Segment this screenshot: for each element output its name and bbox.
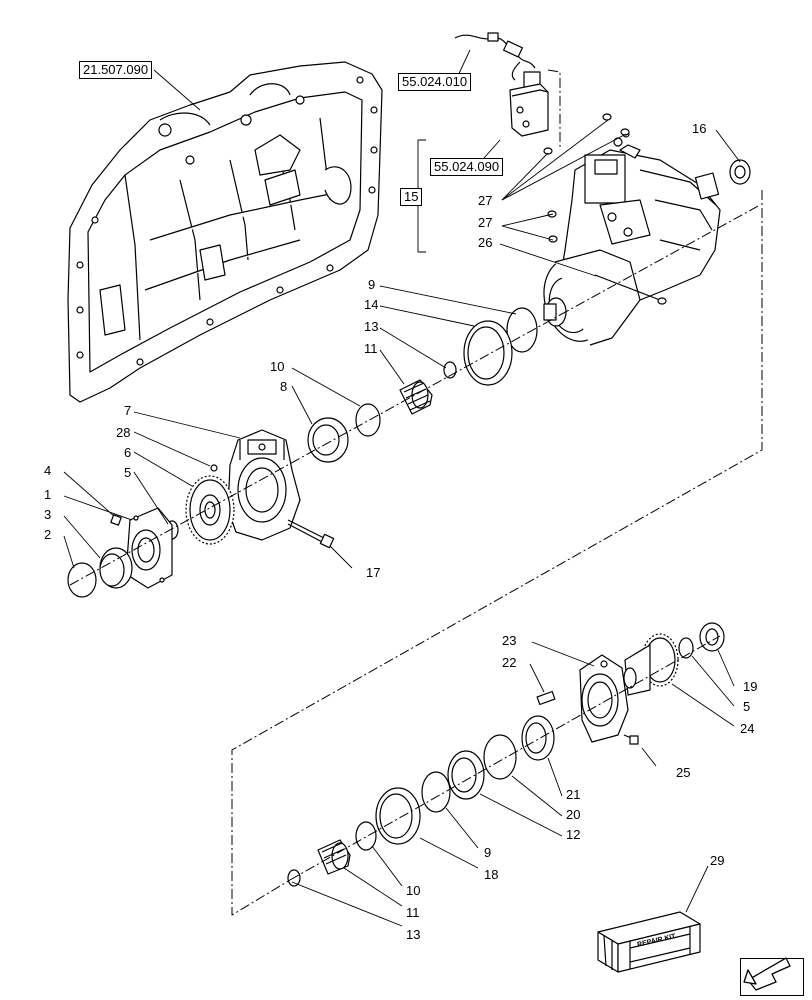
callout-21: 21	[566, 787, 581, 802]
part-14-seal	[463, 320, 513, 386]
callout-2: 2	[44, 527, 52, 542]
part-1-screw	[110, 514, 122, 526]
callout-10-upper: 10	[270, 359, 285, 374]
part-27-orings	[543, 113, 630, 243]
callout-11-lower: 11	[406, 905, 420, 920]
part-29-repair-kit	[597, 911, 701, 973]
sensor-harness	[454, 32, 536, 81]
callout-6: 6	[124, 445, 132, 460]
part-9-ring-upper	[506, 307, 538, 353]
callout-22: 22	[502, 655, 517, 670]
callout-29: 29	[710, 853, 725, 868]
part-25-screw	[623, 734, 639, 745]
transmission-housing	[67, 61, 383, 403]
callout-26: 26	[478, 235, 493, 250]
part-5-ring-right	[678, 637, 694, 659]
part-26-screw	[594, 274, 667, 305]
callout-17: 17	[366, 565, 381, 580]
callout-13-upper: 13	[364, 319, 379, 334]
part-16-plug	[729, 159, 751, 185]
part-9-ring-lower	[421, 771, 451, 813]
part-19-ring	[699, 622, 725, 652]
callout-4: 4	[44, 463, 52, 478]
part-10-ring-upper	[355, 403, 381, 437]
leader-lines	[63, 49, 741, 927]
navigation-button[interactable]	[740, 958, 804, 996]
callout-27-a: 27	[478, 193, 493, 208]
ref-frame[interactable]: 21.507.090	[79, 61, 153, 79]
hydraulic-motor	[543, 130, 721, 346]
part-17-bolt	[287, 519, 335, 549]
callout-7: 7	[124, 403, 132, 418]
nav-arrow-icon	[743, 957, 791, 991]
part-28-pin	[210, 464, 218, 472]
part-4-cover	[125, 507, 173, 589]
ref-group[interactable]: 15	[400, 188, 423, 206]
part-2-snapring	[67, 562, 97, 598]
callout-19: 19	[743, 679, 758, 694]
callout-9-lower: 9	[484, 845, 492, 860]
part-13-snapring-lower	[287, 869, 301, 887]
callout-8: 8	[280, 379, 288, 394]
part-21-bearing-cup	[521, 715, 555, 761]
ref-sensor[interactable]: 55.024.010	[398, 73, 472, 91]
part-23-housing	[579, 654, 629, 743]
part-8-bearing-cup	[307, 417, 349, 463]
callout-14: 14	[364, 297, 379, 312]
callout-24: 24	[740, 721, 755, 736]
part-18-seal	[375, 787, 421, 845]
valve-block	[509, 71, 549, 137]
callout-18: 18	[484, 867, 499, 882]
callout-11-upper: 11	[364, 341, 378, 356]
part-11-bearing-lower	[317, 839, 351, 875]
callout-16: 16	[692, 121, 707, 136]
assembly-axis-lines	[69, 69, 763, 916]
callout-5-left: 5	[124, 465, 132, 480]
callout-23: 23	[502, 633, 517, 648]
part-11-bearing-upper	[399, 379, 433, 415]
part-20-ring	[483, 734, 517, 780]
part-12-bearing-cup	[447, 750, 485, 800]
part-10-ring-lower	[355, 821, 377, 851]
part-7-housing	[227, 429, 301, 541]
part-3-bushing	[99, 547, 133, 589]
callout-1: 1	[44, 487, 52, 502]
callout-25: 25	[676, 765, 691, 780]
part-6-gear	[185, 475, 235, 545]
callout-10-lower: 10	[406, 883, 421, 898]
part-22-pin	[536, 690, 556, 706]
part-24-gear-shaft	[623, 633, 679, 696]
callout-9-upper: 9	[368, 277, 376, 292]
callout-28: 28	[116, 425, 131, 440]
callout-13-lower: 13	[406, 927, 421, 942]
callout-12: 12	[566, 827, 581, 842]
callout-27-b: 27	[478, 215, 493, 230]
callout-20: 20	[566, 807, 581, 822]
ref-valve[interactable]: 55.024.090	[430, 158, 504, 176]
callout-5-right: 5	[743, 699, 751, 714]
part-13-snapring-upper	[443, 361, 457, 379]
callout-3: 3	[44, 507, 52, 522]
